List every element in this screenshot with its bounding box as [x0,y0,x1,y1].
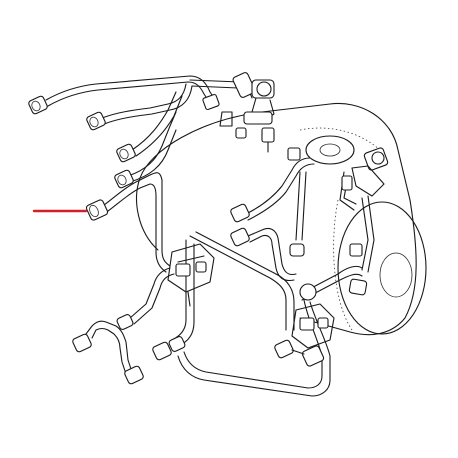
lower-left-pipes [116,267,186,361]
lower-manifold [167,243,215,307]
boiler-top-flange [305,135,355,165]
right-valve-assembly [287,147,389,211]
boiler-end-cap [337,201,427,335]
middle-pipes [171,157,375,397]
left-fittings [28,95,136,221]
fitting-nut-4 [114,169,134,189]
upper-pipes [45,75,259,273]
separate-s-pipe [72,320,144,385]
tee-fitting [299,283,317,301]
boiler-end-plug [379,252,413,298]
fitting-nut-3 [116,143,136,163]
fitting-nut-2 [86,111,106,131]
boiler-tank [136,102,427,336]
fitting-nut-marked [85,199,109,221]
middle-fittings [230,203,368,301]
lower-right-manifold [274,303,335,367]
fitting-nut-1 [28,95,48,115]
top-valve-cluster [202,72,275,153]
